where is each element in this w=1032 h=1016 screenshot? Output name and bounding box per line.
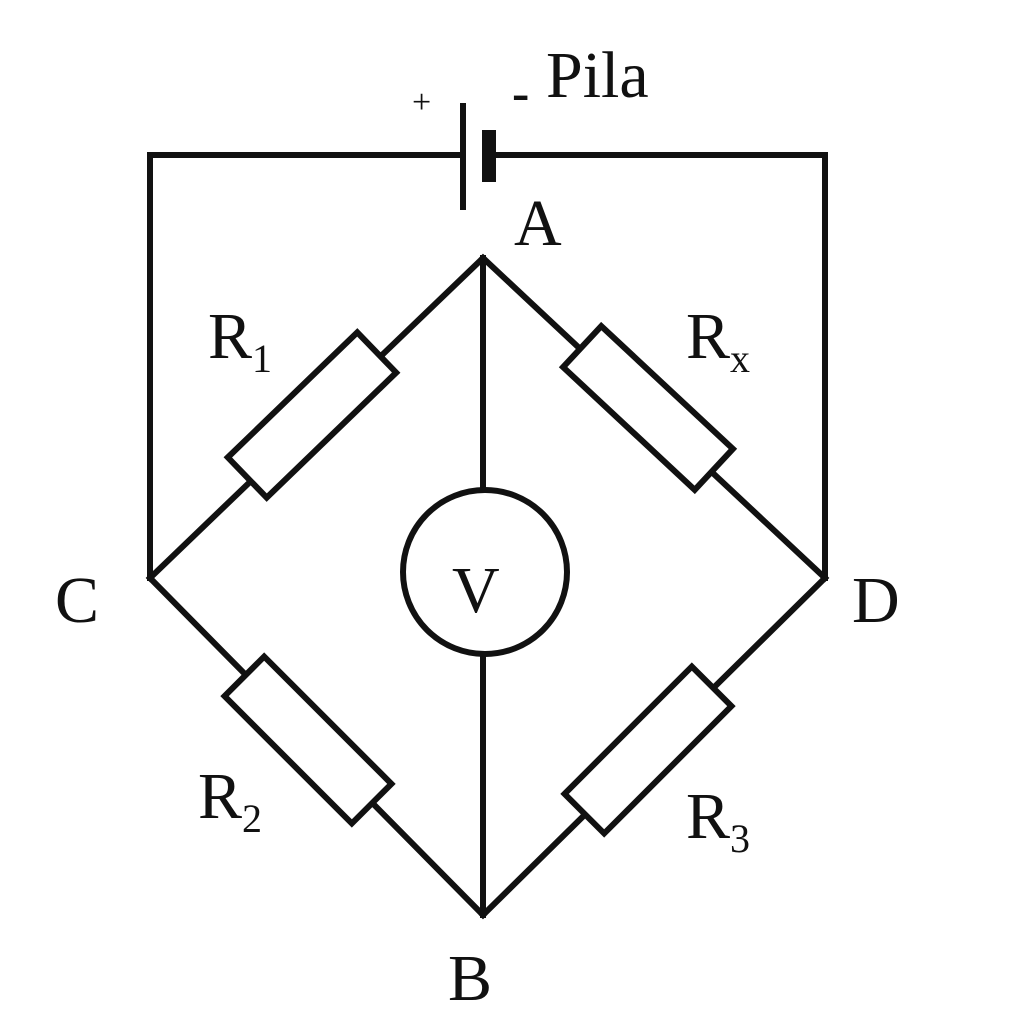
node-a-label: A [514, 187, 562, 260]
resistor-r2 [220, 652, 396, 828]
resistor-r1 [223, 328, 401, 502]
battery-minus-sign: - [512, 65, 529, 122]
resistor-r1-label: R1 [208, 300, 272, 381]
resistor-rx-label: Rx [686, 300, 750, 381]
node-c-label: C [55, 564, 99, 637]
battery-label: Pila [546, 39, 649, 112]
resistor-r3-label: R3 [686, 780, 750, 861]
battery-negative-plate [482, 130, 496, 182]
resistor-r3 [560, 662, 736, 838]
voltmeter-circle [400, 487, 570, 657]
voltmeter-label: V [452, 554, 500, 627]
wire-battery-right [494, 152, 828, 581]
resistor-rx [558, 321, 738, 495]
resistor-r2-label: R2 [198, 760, 262, 841]
battery-plus-sign: + [412, 84, 431, 121]
wire-battery-left [147, 152, 461, 581]
node-b-label: B [448, 942, 492, 1015]
node-d-label: D [852, 564, 900, 637]
